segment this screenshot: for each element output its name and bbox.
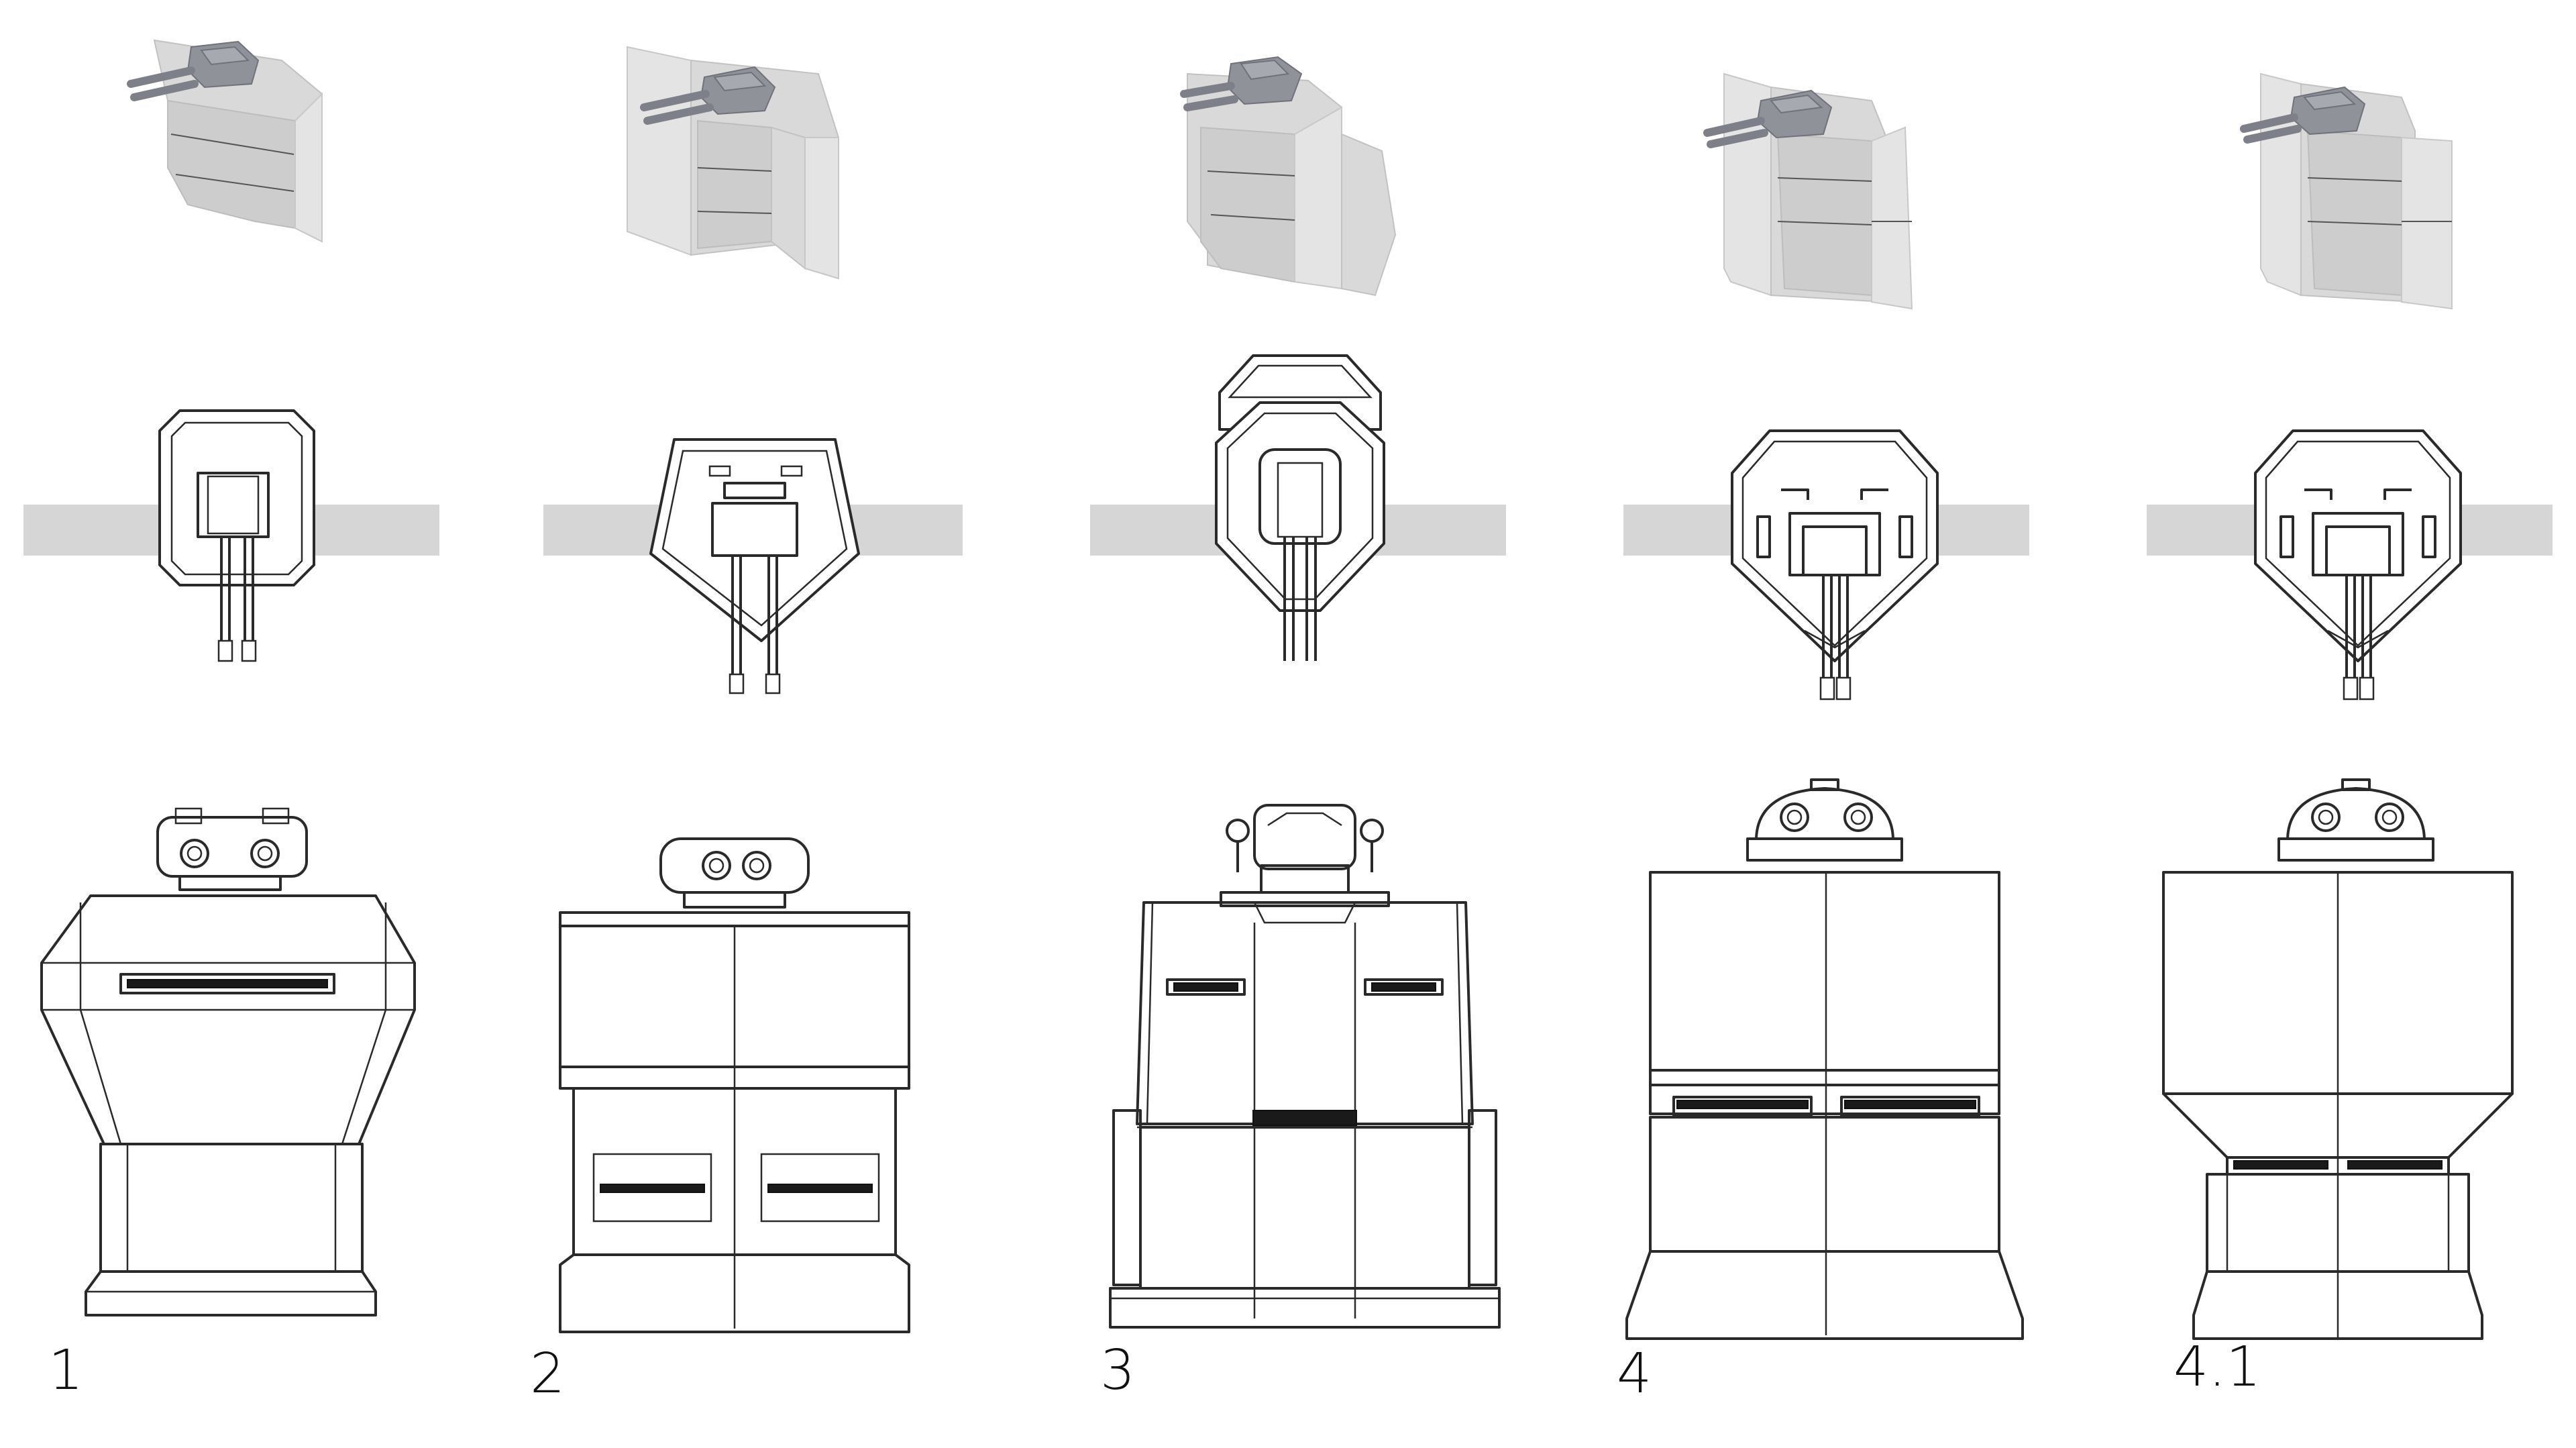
render-1	[127, 39, 323, 243]
elevation-4	[1625, 778, 2024, 1340]
plan-1	[158, 409, 315, 662]
render-4	[1703, 72, 1913, 310]
variant-label-4: 4	[1617, 1342, 1652, 1406]
plan-4-1	[2254, 429, 2462, 701]
plan-3	[1215, 354, 1385, 661]
elevation-1	[40, 807, 416, 1316]
render-4-1	[2240, 72, 2453, 310]
render-3	[1180, 56, 1397, 297]
render-2	[627, 46, 839, 280]
plan-4	[1731, 429, 1939, 701]
variant-label-1: 1	[48, 1339, 83, 1402]
variant-label-3: 3	[1100, 1339, 1135, 1402]
elevation-2	[559, 837, 910, 1333]
elevation-4-1	[2162, 778, 2514, 1340]
variant-label-2: 2	[530, 1342, 565, 1406]
variant-label-4-1: 4.1	[2174, 1335, 2261, 1399]
plan-2	[649, 438, 860, 694]
elevation-3	[1109, 804, 1501, 1329]
